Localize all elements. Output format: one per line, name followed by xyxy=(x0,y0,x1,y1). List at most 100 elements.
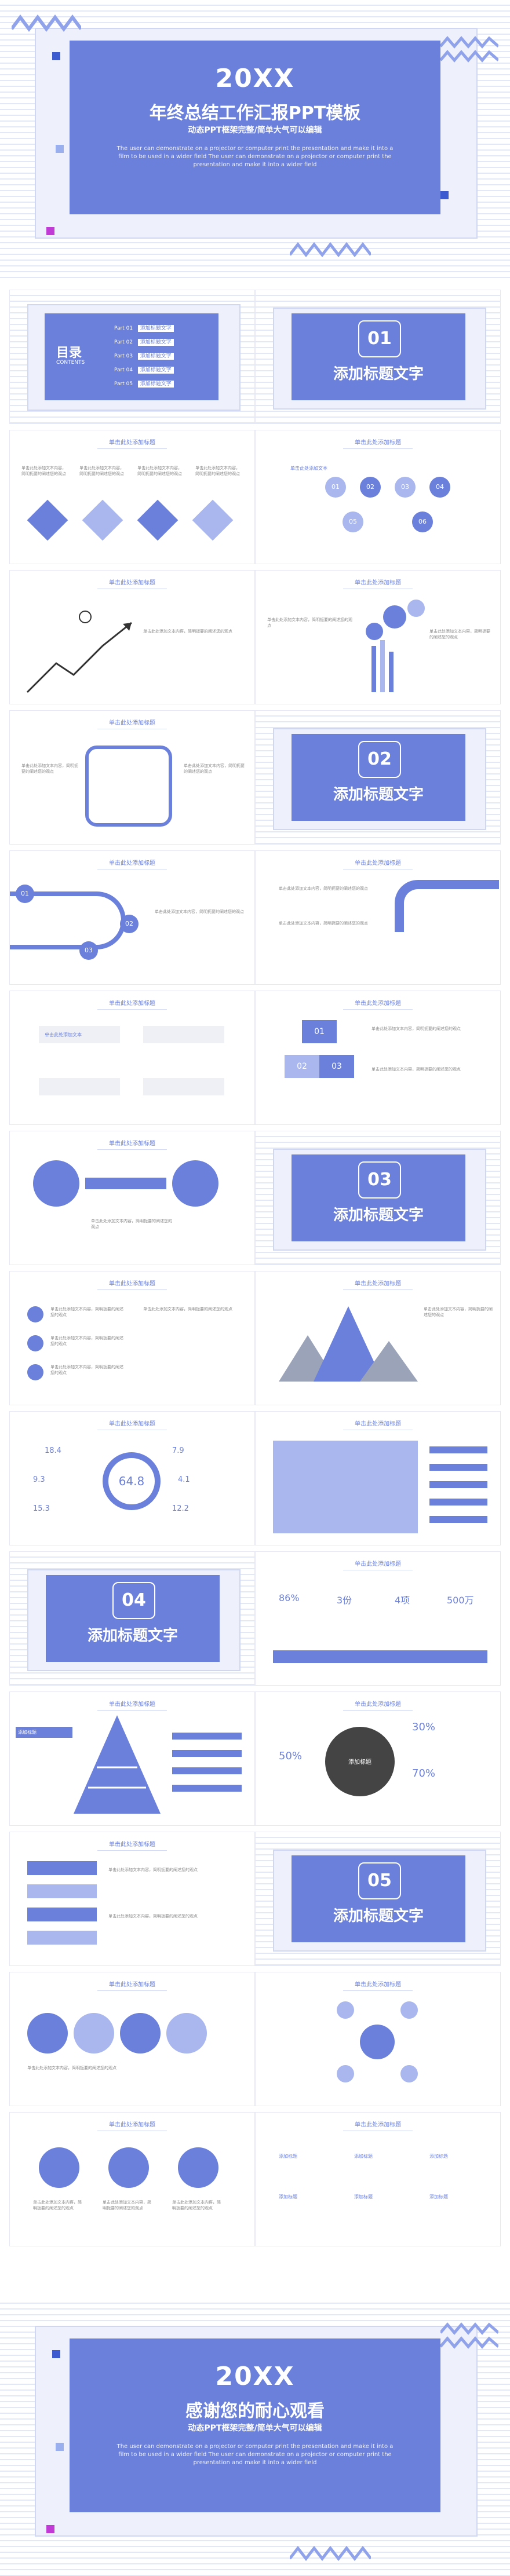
growth-slide: 单击此处添加标题 单击此处添加文本内容，简明扼要的阐述您的观点 xyxy=(9,570,255,704)
slide-header: 单击此处添加标题 xyxy=(256,578,500,589)
decor-square xyxy=(52,52,60,60)
pencils-slide: 单击此处添加标题 单击此处添加文本内容，简明扼要的阐述您的观点 单击此处添加文本… xyxy=(255,570,501,704)
stat-value: 7.9 xyxy=(172,1446,184,1455)
toc-label: 添加标题文字 xyxy=(137,339,174,346)
info-box xyxy=(39,1078,120,1095)
diamond-shape xyxy=(27,499,68,541)
diamond-shape xyxy=(82,499,123,541)
text-block: 单击此处添加文本内容，简明扼要的阐述您的观点 xyxy=(27,2066,116,2070)
pencil-bar xyxy=(389,652,394,692)
hub-node xyxy=(400,2065,418,2082)
text-block: 单击此处添加文本内容，简明扼要的阐述您的观点 xyxy=(429,629,490,640)
text-block: 单击此处添加文本内容，简明扼要的阐述您的观点 xyxy=(155,909,244,914)
bar xyxy=(429,1464,487,1471)
cover-subtitle: 动态PPT框架完整/简单大气可以编辑 xyxy=(188,126,322,135)
toc-slide: 目录 CONTENTS Part 01 添加标题文字 Part 02 添加标题文… xyxy=(9,290,255,424)
step-circle: 05 xyxy=(343,511,363,532)
text-block: 单击此处添加文本内容，简明扼要的阐述您的观点 xyxy=(195,466,240,476)
toc-item[interactable]: Part 05 添加标题文字 xyxy=(114,379,213,393)
list-icon xyxy=(27,1364,43,1380)
stat-value: 30% xyxy=(412,1721,436,1733)
slide-header: 单击此处添加标题 xyxy=(256,1979,500,1991)
toc-part: Part 01 xyxy=(114,326,133,331)
section-title: 添加标题文字 xyxy=(333,1207,424,1224)
text-block: 单击此处添加文本内容，简明扼要的阐述您的观点 xyxy=(33,2200,82,2210)
timeline-node: 02 xyxy=(120,915,139,933)
toc-item[interactable]: Part 04 添加标题文字 xyxy=(114,366,213,379)
section-03-slide: 03 添加标题文字 xyxy=(255,1131,501,1265)
bubble xyxy=(383,605,406,629)
gear-icon xyxy=(27,2013,68,2054)
text-block: 单击此处添加文本内容，简明扼要的阐述您的观点 xyxy=(50,1336,123,1346)
slide-header: 单击此处添加标题 xyxy=(10,1699,254,1711)
diamond-slide: 单击此处添加标题 单击此处添加文本内容，简明扼要的阐述您的观点 单击此处添加文本… xyxy=(9,430,255,564)
growth-arrow-icon xyxy=(26,611,132,693)
zigzag-icon xyxy=(290,2545,371,2562)
toc-part: Part 05 xyxy=(114,381,133,387)
toc-subtitle: CONTENTS xyxy=(56,360,85,366)
section-number: 04 xyxy=(112,1582,155,1619)
section-01-slide: 01 添加标题文字 xyxy=(255,290,501,424)
toc-item[interactable]: Part 03 添加标题文字 xyxy=(114,352,213,366)
step-circle: 02 xyxy=(360,477,381,498)
mountain-chart-icon xyxy=(279,1306,418,1382)
hub-node xyxy=(337,2065,354,2082)
person-label: 添加标题 xyxy=(354,2194,373,2199)
slide-header: 单击此处添加标题 xyxy=(256,1278,500,1290)
flow-loop xyxy=(85,746,172,827)
ring-center-value: 64.8 xyxy=(118,1474,145,1488)
section-title: 添加标题文字 xyxy=(333,366,424,383)
text-block: 单击此处添加文本内容，简明扼要的阐述您的观点 xyxy=(50,1365,123,1375)
toc-label: 添加标题文字 xyxy=(137,325,174,332)
step-circle: 01 xyxy=(325,477,346,498)
cover-year: 20XX xyxy=(215,64,295,93)
info-box xyxy=(143,1026,224,1043)
text-block: 单击此处添加文本内容，简明扼要的阐述您的观点 xyxy=(108,1868,198,1872)
stat-value: 3份 xyxy=(337,1595,352,1606)
text-block: 单击此处添加文本内容，简明扼要的阐述您的观点 xyxy=(108,1914,198,1919)
toc-label: 添加标题文字 xyxy=(137,353,174,360)
cover-description: The user can demonstrate on a projector … xyxy=(116,145,394,168)
stat-value: 12.2 xyxy=(172,1504,189,1513)
stat-value: 500万 xyxy=(447,1595,474,1606)
hub-node xyxy=(400,2001,418,2019)
toc-item[interactable]: Part 01 添加标题文字 xyxy=(114,324,213,338)
section-number: 01 xyxy=(358,320,401,357)
stat-value: 4.1 xyxy=(178,1475,190,1484)
section-title: 添加标题文字 xyxy=(87,1627,178,1645)
stat-value: 4项 xyxy=(395,1595,410,1606)
person-label: 添加标题 xyxy=(279,2194,297,2199)
card-circle xyxy=(39,2147,79,2188)
toc-part: Part 03 xyxy=(114,353,133,359)
circle-node xyxy=(172,1160,218,1207)
toc-title: 目录 xyxy=(56,346,82,360)
toc-label: 添加标题文字 xyxy=(137,367,174,374)
stat-value: 50% xyxy=(279,1750,303,1762)
section-number: 03 xyxy=(358,1161,401,1199)
decor-square xyxy=(440,191,449,199)
bar xyxy=(172,1767,242,1774)
decor-square xyxy=(56,145,64,153)
pyramid-chart-icon xyxy=(74,1715,161,1814)
slide-header: 单击此处添加标题 xyxy=(10,437,254,449)
gauge-center-label: 添加标题 xyxy=(348,1759,371,1766)
text-block: 单击此处添加文本内容，简明扼要的阐述您的观点 xyxy=(79,466,124,476)
slide-header: 单击此处添加标题 xyxy=(256,1419,500,1430)
table-block xyxy=(273,1441,418,1533)
toc-item[interactable]: Part 02 添加标题文字 xyxy=(114,338,213,352)
slide-header: 单击此处添加标题 xyxy=(10,1419,254,1430)
arrows-slide: 单击此处添加标题 单击此处添加文本内容，简明扼要的阐述您的观点 单击此处添加文本… xyxy=(9,1832,255,1966)
person-label: 添加标题 xyxy=(429,2194,448,2199)
arrow-bar xyxy=(27,1908,97,1921)
boxes-slide: 单击此处添加标题 单击此处添加文本 xyxy=(9,991,255,1125)
step-circle: 03 xyxy=(395,477,416,498)
person-label: 添加标题 xyxy=(354,2154,373,2159)
ending-subtitle: 动态PPT框架完整/简单大气可以编辑 xyxy=(188,2424,322,2433)
text-block: 单击此处添加文本内容，简明扼要的阐述您的观点 xyxy=(279,921,368,926)
ring xyxy=(103,1452,161,1510)
slide-header: 单击此处添加标题 xyxy=(10,718,254,729)
step-circle: 04 xyxy=(429,477,450,498)
flow-slide: 单击此处添加标题 单击此处添加文本内容，简明扼要的阐述您的观点 单击此处添加文本… xyxy=(9,710,255,845)
timeline-slide: 单击此处添加标题 01 02 03 单击此处添加文本内容，简明扼要的阐述您的观点 xyxy=(9,850,255,985)
bars-slide: 单击此处添加标题 xyxy=(255,1411,501,1545)
